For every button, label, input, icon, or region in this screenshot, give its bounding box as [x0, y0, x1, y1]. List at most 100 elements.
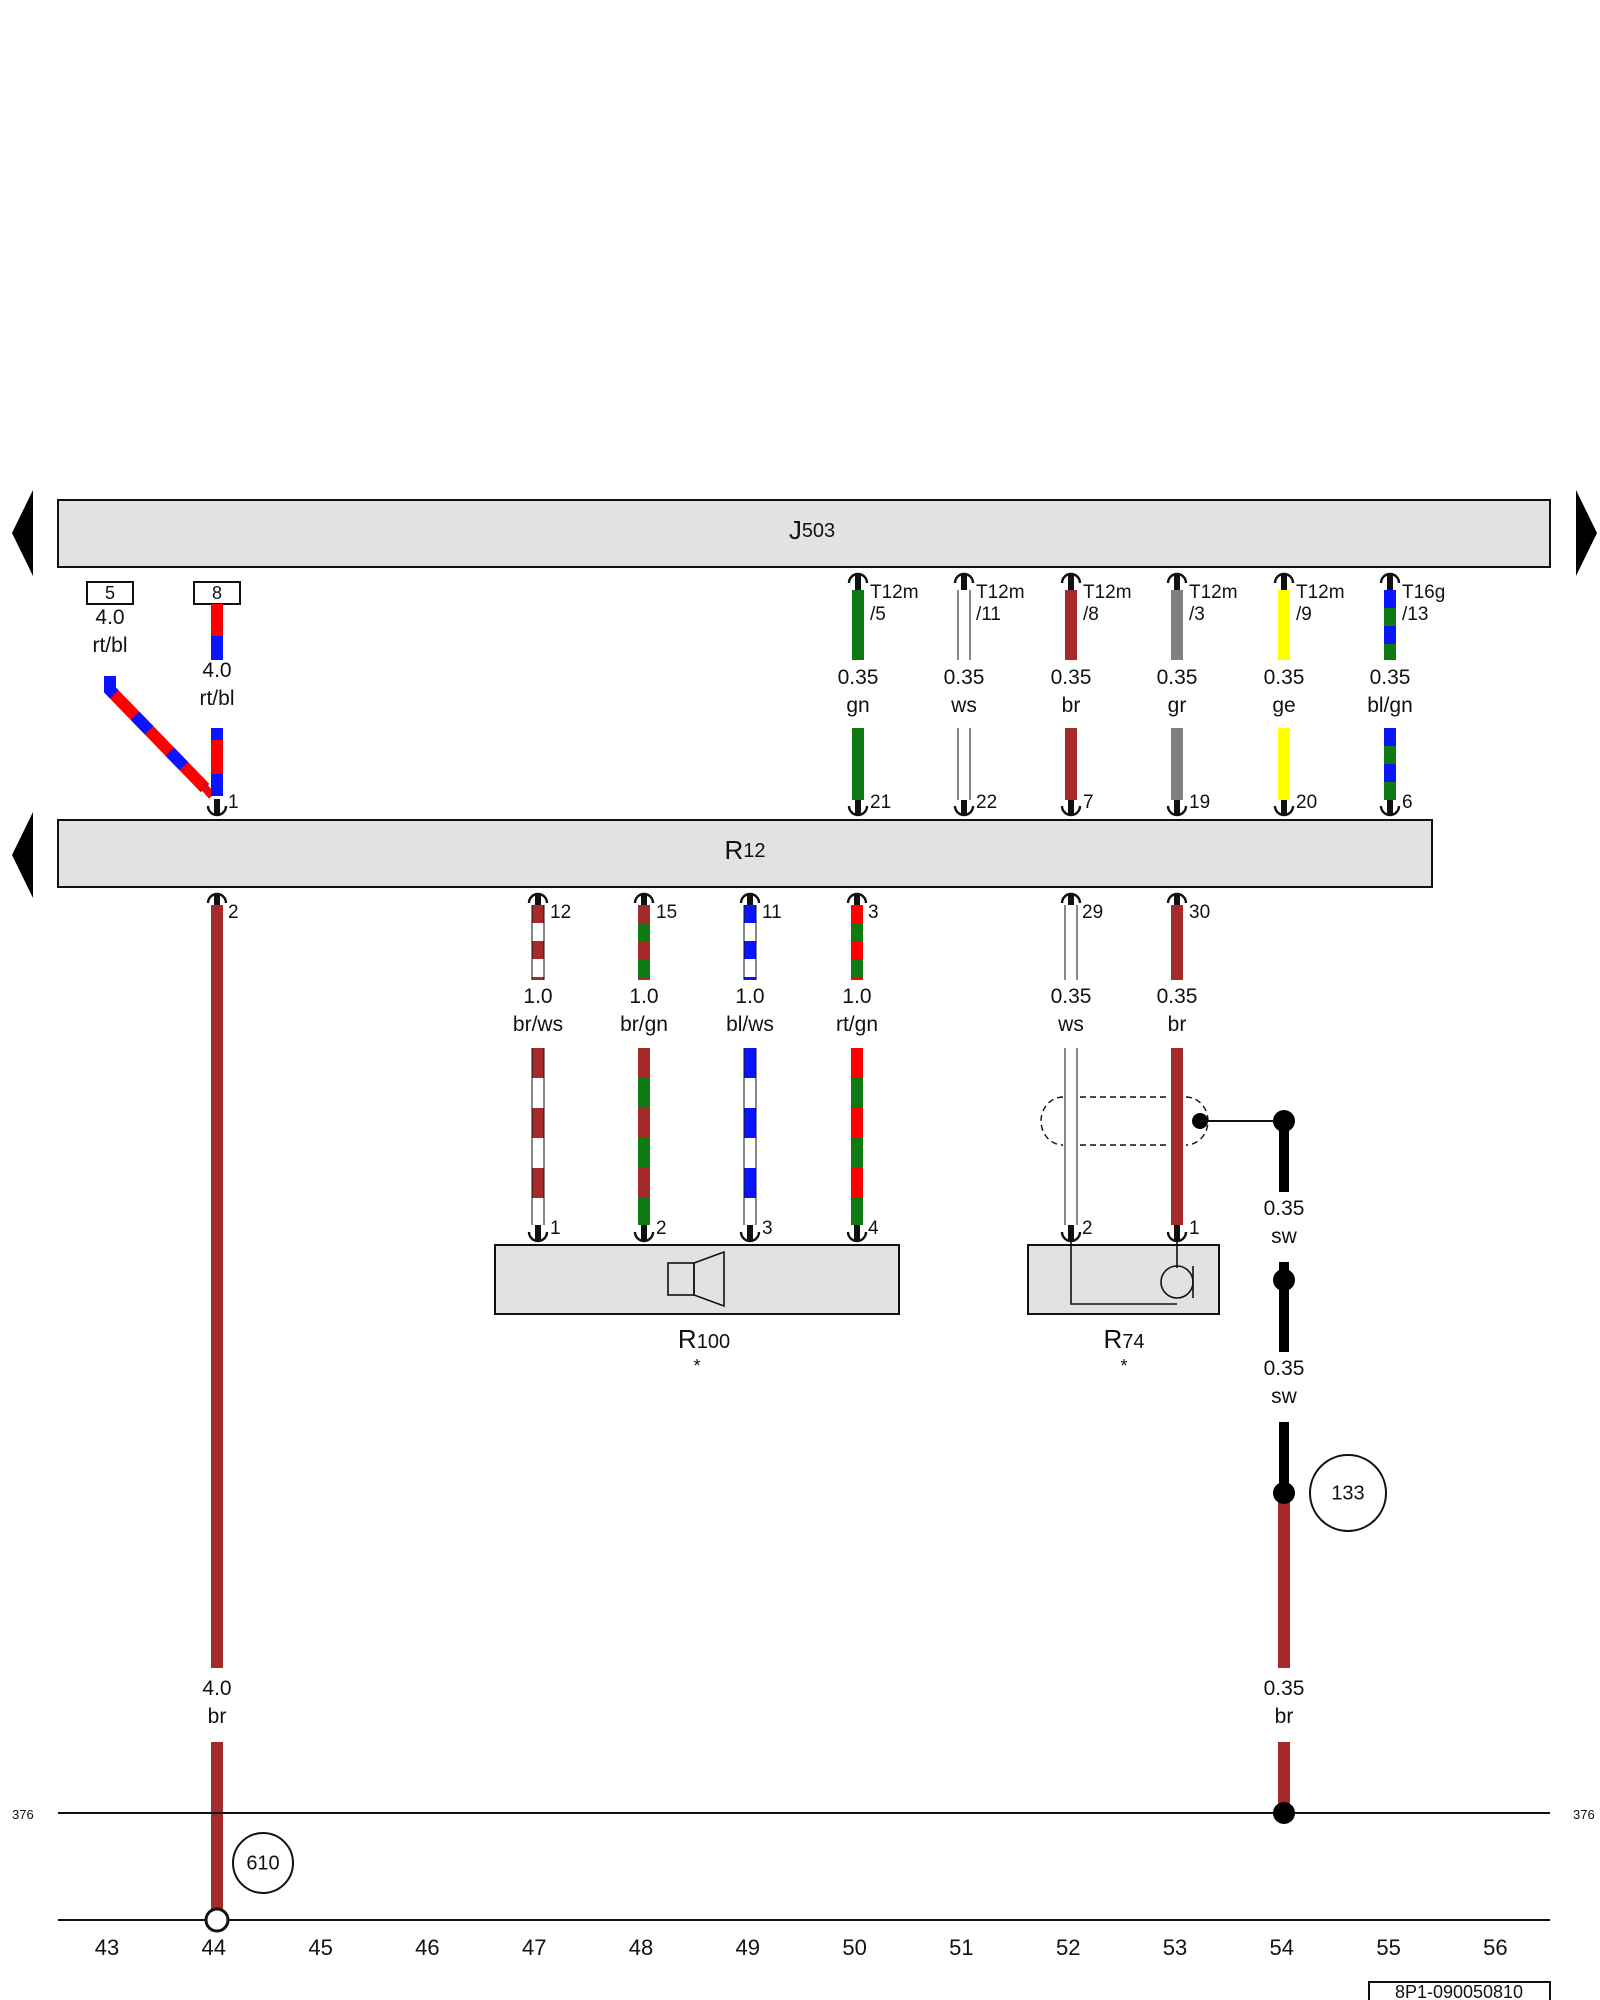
wire-w-brws-47-upper [531, 905, 545, 980]
track-number-54: 54 [1270, 1935, 1294, 1960]
ground-610-label: 610 [246, 1852, 279, 1874]
r12-label: R12 [724, 835, 765, 865]
wire-gr-53-size: 0.35 [1157, 666, 1198, 689]
wire-rtbl-diag-color: rt/bl [92, 634, 127, 657]
wire-w-gr-53-upper [1171, 590, 1183, 660]
wire-w-ws-51-lower [957, 728, 971, 800]
r12-top-pin-w-ws-51 [953, 799, 975, 817]
wire-ge-54-connpin: /9 [1296, 604, 1312, 625]
wires-layer [211, 590, 1396, 1912]
dest-pin-w-blws-49 [739, 1225, 761, 1243]
wire-ge-54-size: 0.35 [1264, 666, 1305, 689]
wire-w-blgn-55-upper [1384, 590, 1396, 660]
r12-top-pin-w-gr-53 [1166, 799, 1188, 817]
r12-top-pin-w-gn-50 [847, 799, 869, 817]
bus-376-left: 376 [12, 1807, 34, 1822]
fuse-5-label: 5 [105, 583, 115, 603]
r12-top-connector-pins [206, 799, 1401, 817]
r12-pin-3: 3 [868, 902, 879, 923]
r12-pin-6: 6 [1402, 792, 1413, 813]
wire-w-blws-49-lower [743, 1048, 757, 1225]
wire-sw-54a-upper [1279, 1121, 1289, 1192]
top-wire-labels: T12m /5 0.35 gn 21 T12m /11 0.35 ws 22 T… [838, 582, 1446, 813]
prev-page-arrow-icon[interactable] [12, 490, 33, 576]
r12-top-pin-w-ge-54 [1273, 799, 1295, 817]
j503-pin-w-gr-53 [1166, 572, 1188, 590]
wire-w-ws-52-upper [1064, 905, 1078, 980]
wire-sw-54b-color: sw [1271, 1385, 1298, 1408]
wire-rtbl-8-size: 4.0 [202, 659, 231, 682]
doc-code-box [1368, 1981, 1551, 2000]
wire-gr-53-conn: T12m [1189, 582, 1238, 603]
wire-w-gn-50-upper [852, 590, 864, 660]
r12-top-pin-1 [206, 799, 228, 817]
j503-pin-w-ws-51 [953, 572, 975, 590]
junction-bus-376 [1273, 1802, 1295, 1824]
wire-blws-49-color: bl/ws [726, 1013, 774, 1036]
r12-bottom-pin-2 [206, 892, 228, 910]
dest-pin-w-brws-47 [527, 1225, 549, 1243]
j503-connector-pins [847, 572, 1401, 590]
track-number-45: 45 [308, 1935, 332, 1960]
r100-note: * [693, 1356, 700, 1376]
wire-br-54-size: 0.35 [1264, 1677, 1305, 1700]
wire-brws-47-size: 1.0 [523, 985, 552, 1008]
prev-page-arrow-lower-icon[interactable] [12, 812, 33, 898]
wire-rtbl-diag-size: 4.0 [95, 606, 124, 629]
r74-pin-2: 2 [1082, 1218, 1093, 1239]
wire-w-brws-47-lower [531, 1048, 545, 1225]
r100-pin-2: 2 [656, 1218, 667, 1239]
track-number-50: 50 [842, 1935, 866, 1960]
track-number-47: 47 [522, 1935, 546, 1960]
wire-rtbl-fuse8 [211, 604, 223, 796]
r12-pin-21: 21 [870, 792, 891, 813]
r74-label: R74 [1103, 1324, 1144, 1354]
bus-376-right: 376 [1573, 1807, 1595, 1822]
r100-pin-3: 3 [762, 1218, 773, 1239]
junction-54-b [1273, 1269, 1295, 1291]
wire-br-54-color: br [1275, 1705, 1294, 1728]
wire-ws-51-size: 0.35 [944, 666, 985, 689]
r12-bottom-pin-w-blws-49 [739, 892, 761, 910]
junction-54-a [1273, 1110, 1295, 1132]
wire-ws-51-color: ws [950, 694, 977, 717]
wire-w-blws-49-upper [743, 905, 757, 980]
microphone-icon [1070, 1238, 1194, 1305]
track-number-53: 53 [1163, 1935, 1187, 1960]
r100-box [494, 1244, 900, 1315]
wire-blws-49-size: 1.0 [735, 985, 764, 1008]
wire-br-44-color: br [208, 1705, 227, 1728]
r12-top-pin-w-blgn-55 [1379, 799, 1401, 817]
wire-w-ge-54-upper [1278, 590, 1290, 660]
r12-pin-12: 12 [550, 902, 571, 923]
track-number-56: 56 [1483, 1935, 1507, 1960]
wire-ws-52-color: ws [1057, 1013, 1084, 1036]
wire-sw-54a-size: 0.35 [1264, 1197, 1305, 1220]
wire-w-gr-53-lower [1171, 728, 1183, 800]
wire-rtbl-8-color: rt/bl [199, 687, 234, 710]
wire-brgn-48-color: br/gn [620, 1013, 668, 1036]
fuse-8-label: 8 [212, 583, 222, 603]
ground-133-label: 133 [1331, 1482, 1364, 1504]
wire-ge-54-conn: T12m [1296, 582, 1345, 603]
wire-blgn-55-size: 0.35 [1370, 666, 1411, 689]
r12-pin-30: 30 [1189, 902, 1210, 923]
wire-sw-54b-lower [1279, 1422, 1289, 1493]
next-page-arrow-icon[interactable] [1576, 490, 1597, 576]
wire-gr-53-color: gr [1168, 694, 1187, 717]
wire-ws-52-size: 0.35 [1051, 985, 1092, 1008]
r12-bottom-pin-w-brws-47 [527, 892, 549, 910]
wire-w-blgn-55-lower [1384, 728, 1396, 800]
wire-w-ws-51-upper [957, 590, 971, 660]
track-number-48: 48 [629, 1935, 653, 1960]
r100-label: R100 [678, 1324, 730, 1354]
speaker-icon [667, 1250, 725, 1308]
j503-pin-w-br-52 [1060, 572, 1082, 590]
wire-br-54-lower [1278, 1742, 1290, 1813]
r12-bottom-connector-pins [206, 892, 1188, 1243]
r12-top-pin-w-br-52 [1060, 799, 1082, 817]
r100-pin-4: 4 [868, 1218, 879, 1239]
wire-brws-47-color: br/ws [513, 1013, 563, 1036]
r12-pin-11: 11 [762, 902, 782, 923]
r12-bottom-pin-w-br-53 [1166, 892, 1188, 910]
